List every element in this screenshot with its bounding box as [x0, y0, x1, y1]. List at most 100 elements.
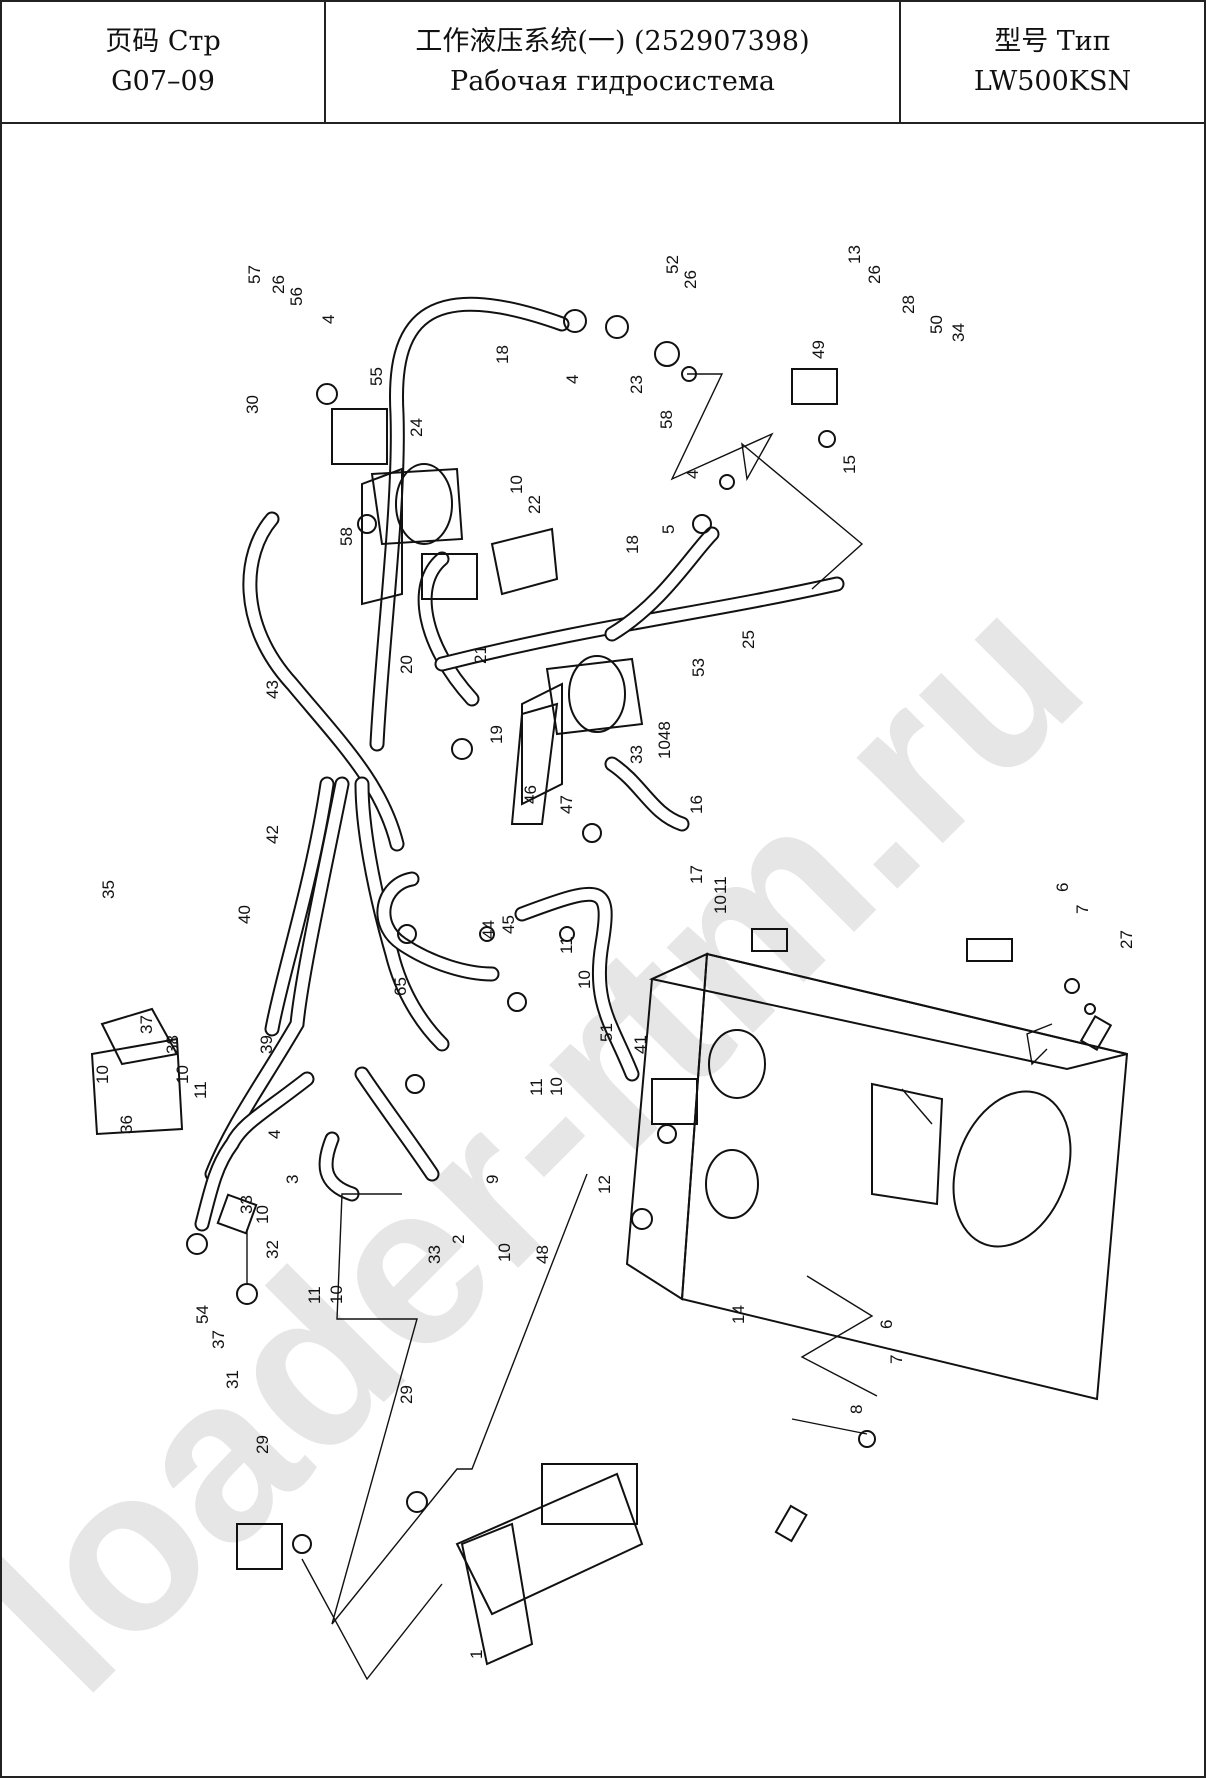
callout-36: 36 [117, 1115, 136, 1134]
callout-11b: 11 [557, 936, 576, 954]
callout-16: 16 [687, 795, 706, 814]
callout-58: 58 [337, 527, 356, 546]
callout-10c: 10 [575, 970, 594, 989]
callout-46: 46 [521, 785, 540, 804]
callout-5: 5 [659, 525, 678, 534]
title-cell: 工作液压系统(一) (252907398) Рабочая гидросисте… [326, 2, 901, 122]
callout-11d: 11 [527, 1078, 546, 1096]
callout-15: 15 [840, 455, 859, 474]
callout-29b: 29 [397, 1385, 416, 1404]
model-value: LW500KSN [973, 66, 1132, 97]
callout-11c: 11 [191, 1081, 210, 1099]
callout-7: 7 [1073, 905, 1092, 914]
callout-13: 13 [845, 245, 864, 264]
callout-22: 22 [525, 495, 544, 514]
callout-7b: 7 [887, 1355, 906, 1364]
callout-10: 10 [507, 475, 526, 494]
parts-diagram [90, 296, 1129, 1681]
callout-57: 57 [245, 265, 264, 284]
callout-27: 27 [1117, 930, 1136, 949]
callout-54: 54 [193, 1305, 212, 1324]
callout-10b: 10 [711, 895, 730, 914]
callout-1048: 1048 [655, 721, 674, 759]
callout-10i: 10 [495, 1243, 514, 1262]
callout-26b: 26 [681, 270, 700, 289]
callout-44: 44 [479, 920, 498, 939]
callout-35: 35 [99, 880, 118, 899]
callout-18: 18 [493, 345, 512, 364]
callout-43: 43 [263, 680, 282, 699]
callout-39: 39 [257, 1035, 276, 1054]
callout-11: 11 [711, 876, 730, 894]
callout-4b: 4 [563, 375, 582, 384]
callout-8: 8 [847, 1405, 866, 1414]
callout-47: 47 [557, 795, 576, 814]
callout-33b: 33 [237, 1195, 256, 1214]
callout-55: 55 [367, 367, 386, 386]
callout-1: 1 [467, 1650, 486, 1659]
model-label: 型号 Тип [994, 26, 1111, 57]
callout-52: 52 [663, 255, 682, 274]
callout-65: 65 [391, 977, 410, 996]
callout-6: 6 [1053, 883, 1072, 892]
callout-6b: 6 [877, 1320, 896, 1329]
callout-10e: 10 [173, 1065, 192, 1084]
callout-10h: 10 [327, 1285, 346, 1304]
page-cell: 页码 Стр G07–09 [2, 2, 326, 122]
callout-29: 29 [253, 1435, 272, 1454]
callout-30: 30 [243, 395, 262, 414]
callout-48: 48 [533, 1245, 552, 1264]
callout-41: 41 [631, 1035, 650, 1054]
callout-33: 33 [627, 745, 646, 764]
callout-2: 2 [449, 1235, 468, 1244]
callout-34: 34 [949, 323, 968, 342]
callout-11e: 11 [305, 1286, 324, 1304]
callout-12: 12 [595, 1175, 614, 1194]
exploded-view-drawing: loader-rtm.ru [2, 124, 1204, 1776]
callout-38: 38 [163, 1035, 182, 1054]
hydraulic-tank [625, 928, 1129, 1401]
callout-14: 14 [729, 1305, 748, 1324]
callout-37: 37 [137, 1015, 156, 1034]
fittings [186, 309, 1113, 1554]
callout-31: 31 [223, 1370, 242, 1389]
callout-33c: 33 [425, 1245, 444, 1264]
page-label: 页码 Стр [105, 26, 221, 57]
model-cell: 型号 Тип LW500KSN [901, 2, 1204, 122]
callout-49: 49 [809, 340, 828, 359]
callout-3: 3 [283, 1175, 302, 1184]
callout-40: 40 [235, 905, 254, 924]
callout-51: 51 [597, 1023, 616, 1042]
callout-24: 24 [407, 418, 426, 437]
leader-lines [246, 373, 1053, 1681]
callout-layer: 57 26 56 4 30 55 58 24 18 20 10 22 52 26… [93, 245, 1136, 1659]
callout-26: 26 [269, 275, 288, 294]
callout-32: 32 [263, 1240, 282, 1259]
callout-42: 42 [263, 825, 282, 844]
title-block: 页码 Стр G07–09 工作液压系统(一) (252907398) Рабо… [2, 2, 1204, 124]
callout-58b: 58 [657, 410, 676, 429]
components [90, 368, 838, 1666]
title-chinese: 工作液压系统(一) (252907398) [415, 26, 810, 57]
callout-25: 25 [739, 630, 758, 649]
callout-50: 50 [927, 315, 946, 334]
callout-4d: 4 [265, 1130, 284, 1139]
callout-53: 53 [689, 658, 708, 677]
callout-20: 20 [397, 655, 416, 674]
callout-10g: 10 [253, 1205, 272, 1224]
callout-10f: 10 [547, 1077, 566, 1096]
callout-21: 21 [471, 645, 490, 664]
callout-23: 23 [627, 375, 646, 394]
callout-28: 28 [899, 295, 918, 314]
callout-18b: 18 [623, 535, 642, 554]
callout-10d: 10 [93, 1065, 112, 1084]
callout-17: 17 [687, 865, 706, 884]
callout-19: 19 [487, 725, 506, 744]
page-number: G07–09 [111, 66, 215, 97]
title-russian: Рабочая гидросистема [450, 66, 775, 97]
callout-4c: 4 [683, 470, 702, 479]
callout-45: 45 [499, 915, 518, 934]
callout-26c: 26 [865, 265, 884, 284]
callout-4: 4 [319, 315, 338, 324]
